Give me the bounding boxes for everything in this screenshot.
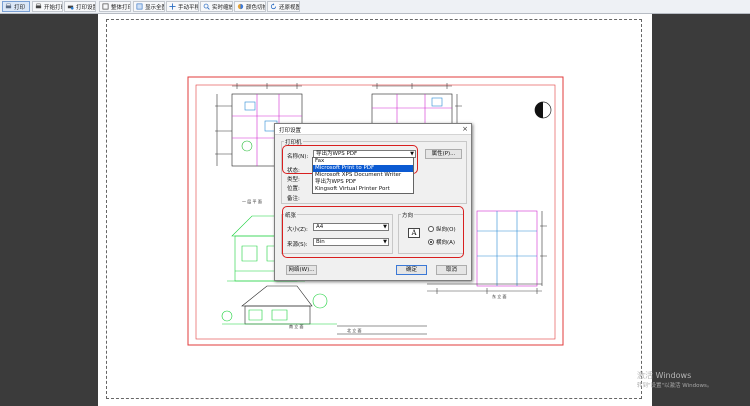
radio-selected-icon bbox=[428, 238, 434, 245]
close-icon[interactable]: × bbox=[462, 125, 468, 133]
title-block bbox=[337, 325, 427, 335]
orientation-section-label: 方向 bbox=[401, 211, 415, 219]
landscape-label: 横向(A) bbox=[436, 240, 456, 246]
portrait-radio[interactable]: 纵向(O) bbox=[428, 225, 456, 233]
paper-size-value: A4 bbox=[316, 224, 324, 230]
drawing-caption: 一 层 平 面 bbox=[242, 198, 262, 204]
landscape-radio[interactable]: 横向(A) bbox=[428, 238, 455, 246]
dialog-title-bar: 打印设置 × bbox=[275, 124, 471, 135]
printer-section-label: 打印机 bbox=[284, 138, 303, 146]
location-label: 位置: bbox=[287, 186, 300, 192]
toolbar-label: 显示全图 bbox=[145, 4, 165, 11]
activation-watermark-title: 激活 Windows bbox=[637, 371, 692, 380]
type-label: 类型: bbox=[287, 177, 300, 183]
start-print-button[interactable]: 开始打印 bbox=[32, 1, 63, 12]
printer-settings-icon bbox=[67, 5, 74, 10]
lower-elevation-drawing bbox=[221, 285, 337, 325]
printer-option[interactable]: Kingsoft Virtual Printer Port bbox=[315, 186, 390, 192]
properties-button[interactable]: 属性(P)... bbox=[425, 149, 462, 159]
printable-area-border bbox=[106, 19, 642, 399]
paper-group bbox=[281, 214, 393, 254]
color-switch-icon bbox=[237, 3, 244, 10]
source-label: 来源(S): bbox=[287, 242, 308, 248]
network-button[interactable]: 网络(W)... bbox=[286, 265, 317, 275]
paper-source-value: Bin bbox=[316, 239, 325, 245]
name-label: 名称(N): bbox=[287, 154, 309, 160]
chevron-down-icon: ▼ bbox=[383, 239, 387, 245]
cancel-button[interactable]: 取消 bbox=[436, 265, 467, 275]
chevron-down-icon: ▼ bbox=[383, 224, 387, 230]
portrait-label: 纵向(O) bbox=[436, 227, 456, 233]
frame-icon bbox=[102, 3, 109, 10]
annotation-highlight-paper bbox=[282, 206, 464, 258]
print-icon bbox=[5, 3, 12, 9]
printer-icon bbox=[35, 3, 42, 9]
whole-print-button[interactable]: 整体打印 bbox=[99, 1, 131, 12]
toolbar-label: 整体打印 bbox=[111, 4, 131, 11]
color-switch-button[interactable]: 颜色切换 bbox=[234, 1, 266, 12]
dialog-title: 打印设置 bbox=[279, 128, 302, 134]
drawing-caption: 北 立 面 bbox=[347, 327, 362, 333]
fit-view-icon bbox=[136, 3, 143, 10]
paper-section-label: 纸张 bbox=[284, 211, 298, 219]
printer-name-value: 导出为WPS PDF bbox=[316, 151, 358, 157]
restore-view-button[interactable]: 还原视图 bbox=[267, 1, 300, 12]
printer-dropdown-list: Fax Microsoft Print to PDF Microsoft XPS… bbox=[312, 157, 414, 194]
toolbar-print-tab[interactable]: 打印 bbox=[2, 1, 30, 12]
toolbar-label: 手动平移 bbox=[178, 4, 199, 11]
orientation-preview-icon: A bbox=[408, 228, 420, 238]
printer-group bbox=[281, 141, 467, 204]
printer-option[interactable]: 导出为WPS PDF bbox=[315, 179, 357, 185]
right-side-elevation bbox=[427, 210, 547, 294]
radio-icon bbox=[428, 225, 434, 232]
north-arrow-icon bbox=[534, 101, 552, 119]
comment-label: 备注: bbox=[287, 196, 300, 202]
toolbar-label: 打印 bbox=[14, 4, 26, 11]
pan-button[interactable]: 手动平移 bbox=[166, 1, 199, 12]
paper-size-select[interactable]: A4 ▼ bbox=[313, 223, 389, 231]
printer-option-selected[interactable]: Microsoft Print to PDF bbox=[313, 165, 413, 172]
printer-option[interactable]: Microsoft XPS Document Writer bbox=[315, 172, 402, 178]
size-label: 大小(Z): bbox=[287, 227, 308, 233]
toolbar-label: 打印设置 bbox=[76, 4, 96, 11]
toolbar-label: 开始打印 bbox=[44, 4, 62, 11]
drawing-caption: 东 立 面 bbox=[492, 293, 507, 299]
toolbar-label: 实时缩放 bbox=[212, 4, 233, 11]
chevron-down-icon: ▼ bbox=[410, 151, 414, 157]
orientation-letter: A bbox=[411, 229, 417, 237]
print-settings-dialog: 打印设置 × 打印机 名称(N): 导出为WPS PDF ▼ 属性(P)... … bbox=[274, 123, 472, 281]
zoom-button[interactable]: 实时缩放 bbox=[200, 1, 233, 12]
ok-button[interactable]: 确定 bbox=[396, 265, 427, 275]
fit-view-button[interactable]: 显示全图 bbox=[133, 1, 165, 12]
restore-view-icon bbox=[270, 3, 277, 10]
printer-option[interactable]: Fax bbox=[315, 158, 325, 164]
toolbar-label: 颜色切换 bbox=[246, 4, 266, 11]
status-label: 状态: bbox=[287, 168, 300, 174]
print-settings-button[interactable]: 打印设置 bbox=[64, 1, 96, 12]
activation-watermark-text: 转到"设置"以激活 Windows。 bbox=[637, 383, 713, 389]
pan-icon bbox=[169, 3, 176, 10]
zoom-icon bbox=[203, 3, 210, 10]
drawing-caption: 南 立 面 bbox=[289, 323, 304, 329]
toolbar-label: 还原视图 bbox=[279, 4, 300, 11]
toolbar: 打印 开始打印 打印设置 整体打印 显示全图 手动平移 实时缩放 颜色切换 还原… bbox=[0, 0, 750, 14]
paper-source-select[interactable]: Bin ▼ bbox=[313, 238, 389, 246]
